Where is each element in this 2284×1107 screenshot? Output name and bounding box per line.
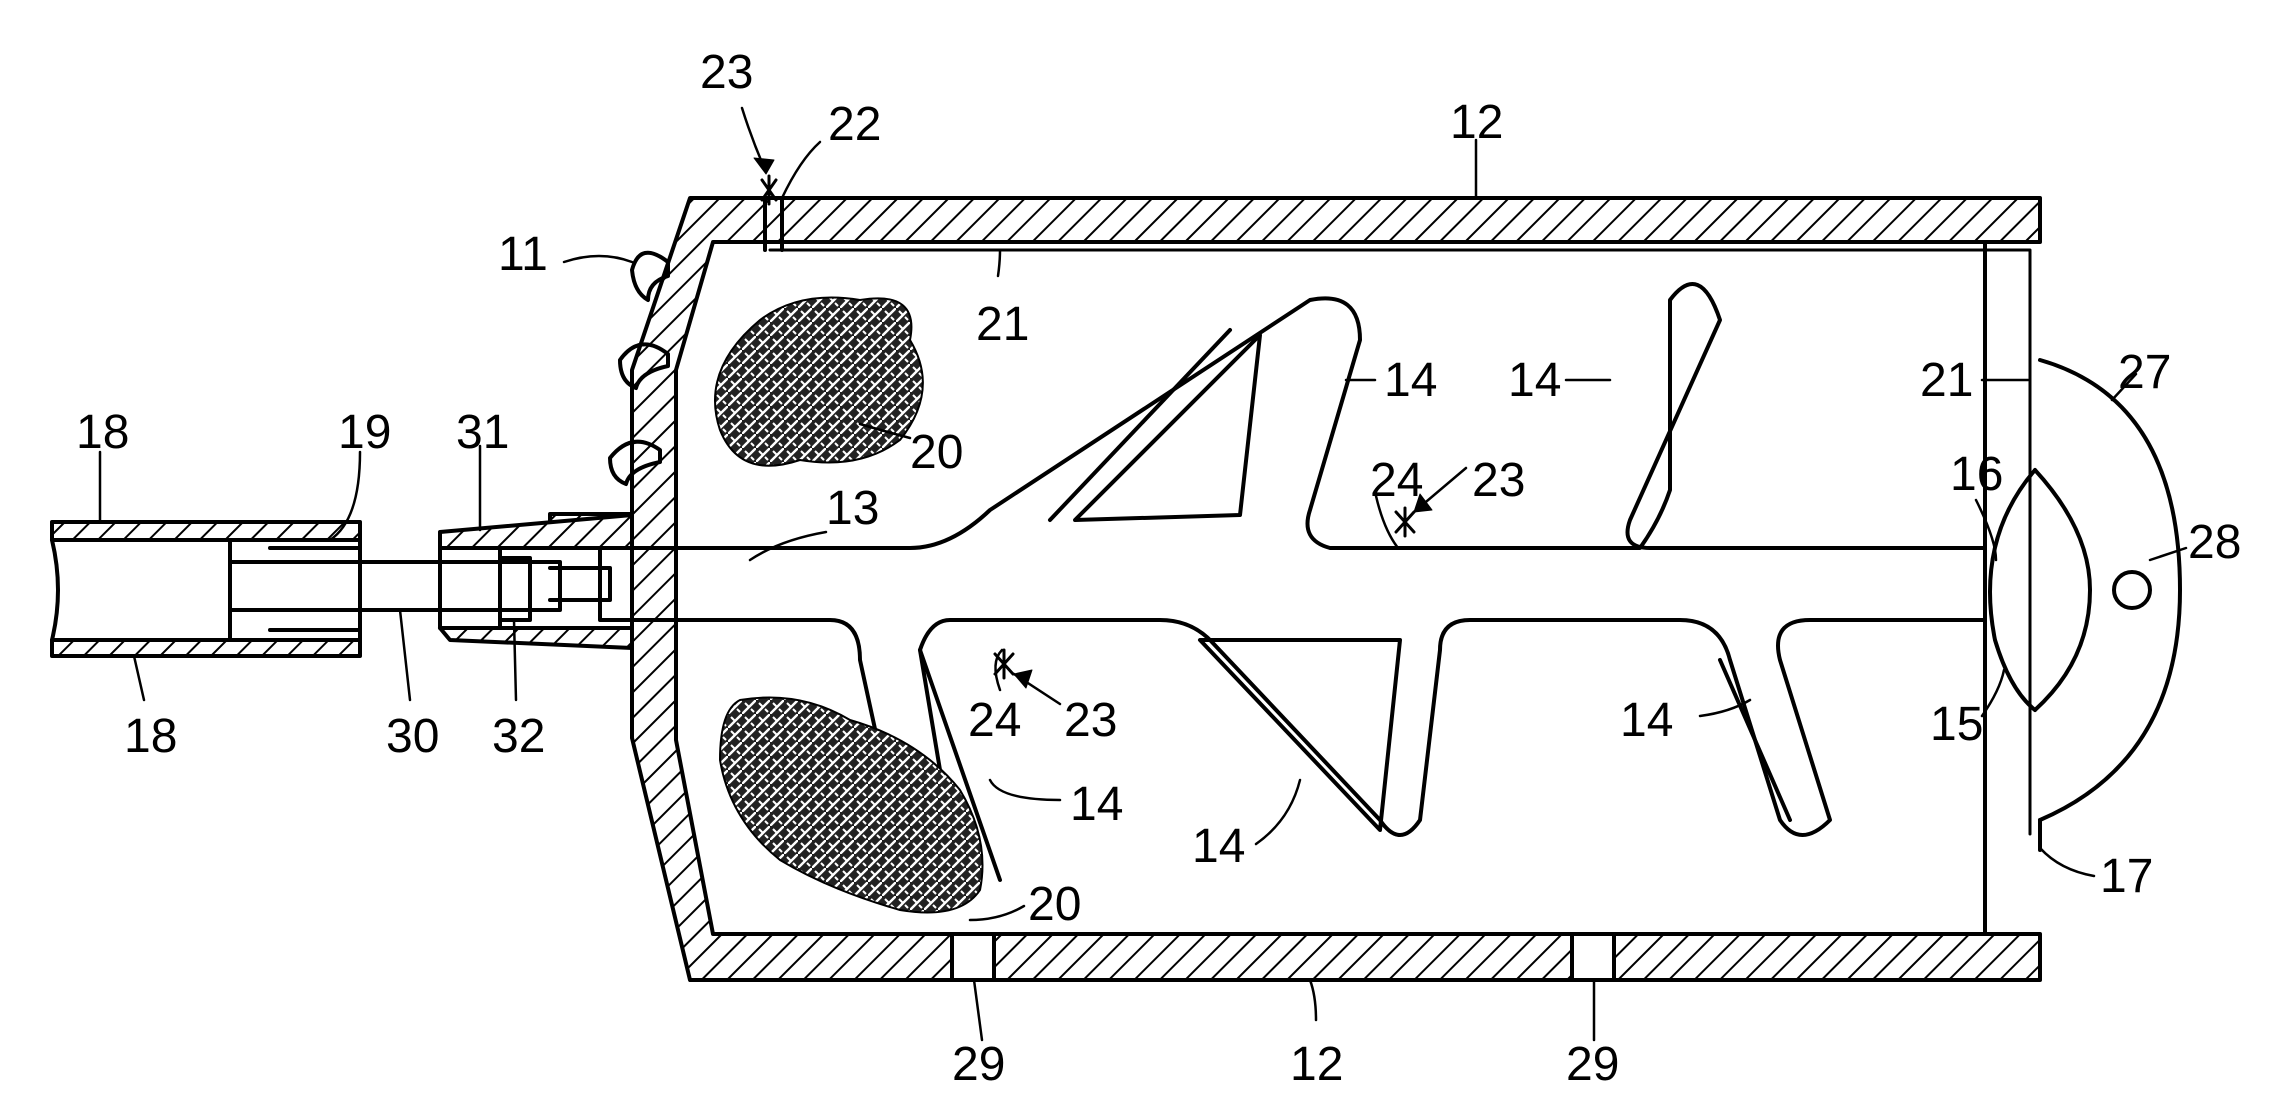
label-29-right: 29 bbox=[1566, 1038, 1619, 1091]
label-28: 28 bbox=[2188, 516, 2241, 569]
connector-30 bbox=[230, 562, 560, 610]
label-24-left: 24 bbox=[968, 694, 1021, 747]
leader-21-top bbox=[998, 250, 1000, 276]
inlet-nozzle bbox=[440, 515, 632, 548]
vent-29-right bbox=[1572, 934, 1614, 980]
label-13: 13 bbox=[826, 482, 879, 535]
port-28 bbox=[2114, 572, 2150, 608]
label-29-left: 29 bbox=[952, 1038, 1005, 1091]
label-30: 30 bbox=[386, 710, 439, 763]
label-14-e: 14 bbox=[1192, 820, 1245, 873]
label-20-bottom: 20 bbox=[1028, 878, 1081, 931]
vent-29-left bbox=[952, 934, 994, 980]
connector-19 bbox=[230, 540, 360, 640]
label-21-right: 21 bbox=[1920, 354, 1973, 407]
inlet-nozzle-lower bbox=[440, 628, 632, 648]
label-27: 27 bbox=[2118, 346, 2171, 399]
sponge-20-bottom bbox=[720, 698, 983, 913]
leader-22 bbox=[782, 142, 820, 198]
leader-14-e bbox=[1256, 780, 1300, 844]
leader-14-d bbox=[990, 780, 1060, 800]
valve-15 bbox=[1990, 470, 2035, 710]
leader-11 bbox=[564, 256, 632, 262]
label-22: 22 bbox=[828, 98, 881, 151]
leader-12-bottom bbox=[1310, 980, 1316, 1020]
label-31: 31 bbox=[456, 406, 509, 459]
manifold-opening-top bbox=[1075, 335, 1260, 520]
branch-14-top bbox=[1050, 330, 1230, 520]
membrane-21 bbox=[770, 250, 2030, 834]
label-21-top: 21 bbox=[976, 298, 1029, 351]
label-23-left: 23 bbox=[1064, 694, 1117, 747]
label-12-bottom: 12 bbox=[1290, 1038, 1343, 1091]
sponge-20-top bbox=[715, 298, 923, 466]
hose-18 bbox=[52, 522, 360, 656]
label-14-b: 14 bbox=[1508, 354, 1561, 407]
label-14-a: 14 bbox=[1384, 354, 1437, 407]
leader-30 bbox=[400, 610, 410, 700]
label-14-c: 14 bbox=[1620, 694, 1673, 747]
branch-14-bottom-b bbox=[1720, 660, 1790, 820]
asterisk-23-right bbox=[1396, 508, 1414, 536]
cap-27 bbox=[2040, 360, 2180, 820]
leader-20-bottom bbox=[970, 906, 1024, 920]
label-18-top: 18 bbox=[76, 406, 129, 459]
label-14-d: 14 bbox=[1070, 778, 1123, 831]
label-32: 32 bbox=[492, 710, 545, 763]
leader-17 bbox=[2040, 848, 2094, 876]
hose-break-line bbox=[52, 540, 58, 640]
label-11: 11 bbox=[498, 228, 548, 281]
label-23-top: 23 bbox=[700, 46, 753, 99]
valve-16 bbox=[2035, 470, 2090, 710]
label-20-top: 20 bbox=[910, 426, 963, 479]
label-16: 16 bbox=[1950, 448, 2003, 501]
label-17: 17 bbox=[2100, 850, 2153, 903]
label-23-right: 23 bbox=[1472, 454, 1525, 507]
label-15: 15 bbox=[1930, 698, 1983, 751]
leader-18-bottom bbox=[134, 656, 144, 700]
label-12-top: 12 bbox=[1450, 96, 1503, 149]
arrowhead-23-top bbox=[754, 158, 774, 174]
label-19: 19 bbox=[338, 406, 391, 459]
label-18-bottom: 18 bbox=[124, 710, 177, 763]
label-24-right: 24 bbox=[1370, 454, 1423, 507]
leader-29-left bbox=[974, 980, 982, 1040]
